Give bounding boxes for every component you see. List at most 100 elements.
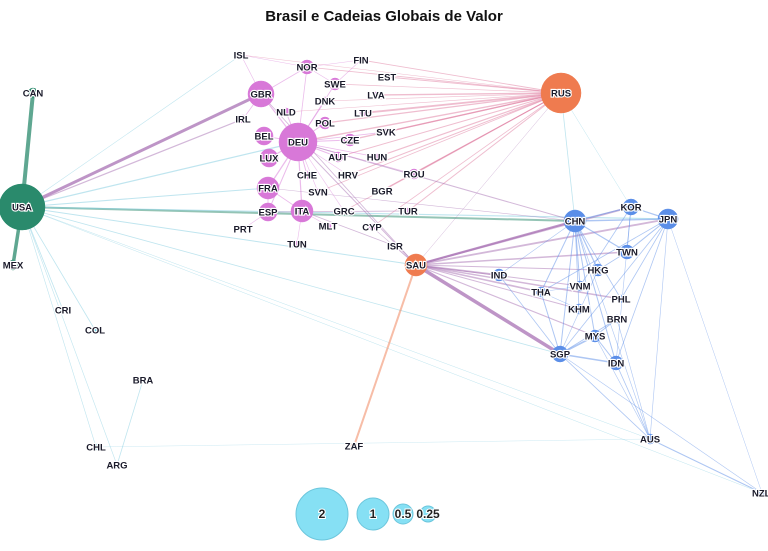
edge-rus-sau: [415, 92, 562, 266]
node-usa[interactable]: USA: [0, 183, 46, 231]
node-fin[interactable]: FIN: [352, 54, 370, 67]
node-hrv[interactable]: HRV: [337, 169, 360, 182]
node-kor[interactable]: KOR: [619, 198, 643, 216]
node-isr[interactable]: ISR: [386, 240, 404, 253]
node-sau[interactable]: SAU: [404, 253, 427, 277]
node-deu[interactable]: DEU: [278, 122, 318, 162]
node-circle: [332, 151, 344, 163]
node-circle: [382, 128, 390, 136]
node-label: AUS: [640, 435, 660, 446]
node-label: BRN: [607, 315, 628, 326]
node-cri[interactable]: CRI: [54, 304, 73, 317]
node-circle: [608, 355, 624, 371]
node-ltu[interactable]: LTU: [353, 107, 373, 120]
node-circle: [591, 263, 605, 277]
node-label: CHN: [565, 217, 586, 228]
node-nzl[interactable]: NZL: [751, 487, 768, 500]
edge-jpn-tha: [540, 218, 669, 293]
node-label: GRC: [333, 207, 354, 218]
node-khm[interactable]: KHM: [567, 303, 591, 316]
node-phl[interactable]: PHL: [610, 293, 631, 306]
node-circle: [492, 268, 506, 282]
edge-rus-hrv: [347, 92, 562, 176]
node-ita[interactable]: ITA: [290, 199, 314, 223]
node-bra[interactable]: BRA: [132, 374, 155, 387]
edge-rus-chn: [560, 92, 576, 222]
node-hun[interactable]: HUN: [366, 151, 389, 164]
node-pol[interactable]: POL: [314, 116, 336, 131]
node-cyp[interactable]: CYP: [361, 221, 383, 234]
node-lva[interactable]: LVA: [366, 89, 386, 102]
node-mlt[interactable]: MLT: [317, 220, 338, 233]
node-nor[interactable]: NOR: [295, 59, 319, 75]
node-col[interactable]: COL: [84, 324, 106, 337]
node-label: HKG: [587, 266, 608, 277]
node-aut[interactable]: AUT: [327, 151, 349, 164]
node-lux[interactable]: LUX: [258, 148, 280, 168]
node-circle: [320, 96, 330, 106]
node-bel[interactable]: BEL: [253, 126, 275, 146]
node-nld[interactable]: NLD: [275, 106, 297, 119]
node-can[interactable]: CAN: [22, 87, 45, 100]
node-circle: [758, 489, 766, 497]
node-swe[interactable]: SWE: [323, 77, 347, 92]
node-grc[interactable]: GRC: [332, 205, 355, 218]
node-circle: [540, 72, 582, 114]
node-mex[interactable]: MEX: [2, 259, 25, 272]
node-jpn[interactable]: JPN: [658, 208, 678, 230]
node-label: EST: [378, 73, 397, 84]
node-che[interactable]: CHE: [296, 169, 318, 182]
node-dnk[interactable]: DNK: [314, 95, 337, 108]
node-circle: [616, 294, 626, 304]
edge-tha-vnm: [540, 285, 581, 293]
node-label: RUS: [551, 89, 571, 100]
node-svn[interactable]: SVN: [307, 186, 329, 199]
node-arg[interactable]: ARG: [105, 459, 128, 472]
node-svk[interactable]: SVK: [375, 126, 397, 139]
node-label: BGR: [371, 187, 392, 198]
node-chn[interactable]: CHN: [564, 209, 587, 233]
edge-brn-aus: [616, 318, 651, 440]
node-est[interactable]: EST: [377, 71, 398, 84]
node-circle: [324, 222, 332, 230]
node-label: MEX: [3, 261, 24, 272]
edge-rus-svn: [317, 92, 562, 193]
node-aus[interactable]: AUS: [639, 433, 661, 446]
node-circle: [314, 188, 322, 196]
node-tha[interactable]: THA: [530, 286, 552, 299]
node-cze[interactable]: CZE: [339, 133, 361, 148]
node-circle: [344, 171, 352, 179]
node-fra[interactable]: FRA: [256, 176, 280, 200]
node-tun[interactable]: TUN: [286, 238, 308, 251]
node-label: VNM: [569, 282, 590, 293]
node-circle: [27, 87, 39, 99]
node-twn[interactable]: TWN: [615, 244, 639, 260]
node-irl[interactable]: IRL: [234, 113, 252, 126]
node-brn[interactable]: BRN: [606, 313, 629, 326]
node-idn[interactable]: IDN: [607, 355, 625, 371]
node-chl[interactable]: CHL: [85, 441, 107, 454]
node-hkg[interactable]: HKG: [586, 263, 610, 278]
node-circle: [139, 376, 147, 384]
node-rus[interactable]: RUS: [540, 72, 582, 114]
edge-jpn-phl: [620, 218, 669, 300]
node-esp[interactable]: ESP: [257, 202, 279, 222]
node-rou[interactable]: ROU: [402, 168, 425, 181]
node-isl[interactable]: ISL: [233, 49, 250, 62]
node-circle: [238, 114, 248, 124]
node-vnm[interactable]: VNM: [568, 280, 591, 293]
node-zaf[interactable]: ZAF: [344, 440, 365, 453]
node-tur[interactable]: TUR: [397, 205, 419, 218]
node-circle: [328, 77, 342, 91]
node-prt[interactable]: PRT: [232, 223, 253, 236]
edge-usa-chl: [21, 206, 97, 448]
node-gbr[interactable]: GBR: [247, 80, 275, 108]
node-bgr[interactable]: BGR: [370, 185, 393, 198]
edge-chn-aus: [574, 220, 651, 440]
edge-usa-aus: [21, 206, 651, 440]
node-sgp[interactable]: SGP: [549, 345, 572, 363]
node-mys[interactable]: MYS: [584, 329, 606, 344]
edge-sau-hkg: [415, 264, 599, 271]
node-ind[interactable]: IND: [490, 268, 508, 283]
